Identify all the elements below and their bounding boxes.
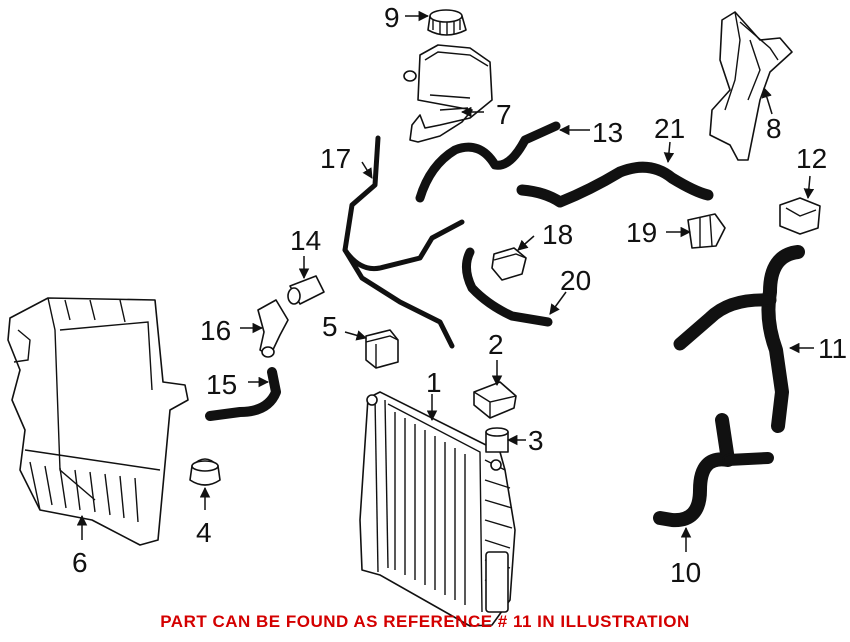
callout-13: 13 xyxy=(592,117,623,148)
callout-6: 6 xyxy=(72,547,88,578)
callout-10: 10 xyxy=(670,557,701,588)
part-1-radiator xyxy=(359,391,516,627)
part-19-clip xyxy=(687,213,726,249)
callout-3: 3 xyxy=(528,425,544,456)
part-15-hose xyxy=(205,367,281,421)
callout-14: 14 xyxy=(290,225,321,256)
callout-8: 8 xyxy=(766,113,782,144)
callout-7: 7 xyxy=(496,99,512,130)
callout-4: 4 xyxy=(196,517,212,548)
callout-16: 16 xyxy=(200,315,231,346)
part-9-reservoir-cap xyxy=(427,9,467,36)
part-6-fan-shroud xyxy=(7,297,189,546)
part-18-valve xyxy=(491,247,527,281)
callout-17: 17 xyxy=(320,143,351,174)
part-2-bracket xyxy=(473,381,517,419)
part-17-vent-line xyxy=(342,135,465,349)
part-21-hose xyxy=(516,161,714,208)
part-3-radiator-cap xyxy=(485,427,509,453)
leader-lines xyxy=(76,10,815,552)
callout-5: 5 xyxy=(322,311,338,342)
part-12-clamp xyxy=(779,197,821,235)
part-8-bracket xyxy=(709,11,793,161)
callout-19: 19 xyxy=(626,217,657,248)
part-7-expansion-tank xyxy=(403,44,493,143)
part-20-hose xyxy=(462,247,553,327)
part-16-fitting xyxy=(257,299,289,358)
reference-notice: PART CAN BE FOUND AS REFERENCE # 11 IN I… xyxy=(160,612,690,631)
callout-9: 9 xyxy=(384,2,400,33)
part-5-sensor xyxy=(365,329,399,369)
callout-20: 20 xyxy=(560,265,591,296)
part-10-hose xyxy=(653,413,774,528)
callout-labels: 9 7 8 13 21 12 17 19 14 18 20 16 5 11 2 … xyxy=(72,2,847,588)
part-13-hose xyxy=(415,121,561,203)
callout-1: 1 xyxy=(426,367,442,398)
part-4-mount xyxy=(189,458,221,486)
callout-12: 12 xyxy=(796,143,827,174)
callout-15: 15 xyxy=(206,369,237,400)
part-11-hose xyxy=(673,245,805,433)
callout-18: 18 xyxy=(542,219,573,250)
callout-2: 2 xyxy=(488,329,504,360)
part-14-fitting xyxy=(287,275,325,305)
callout-21: 21 xyxy=(654,113,685,144)
callout-11: 11 xyxy=(818,333,847,364)
